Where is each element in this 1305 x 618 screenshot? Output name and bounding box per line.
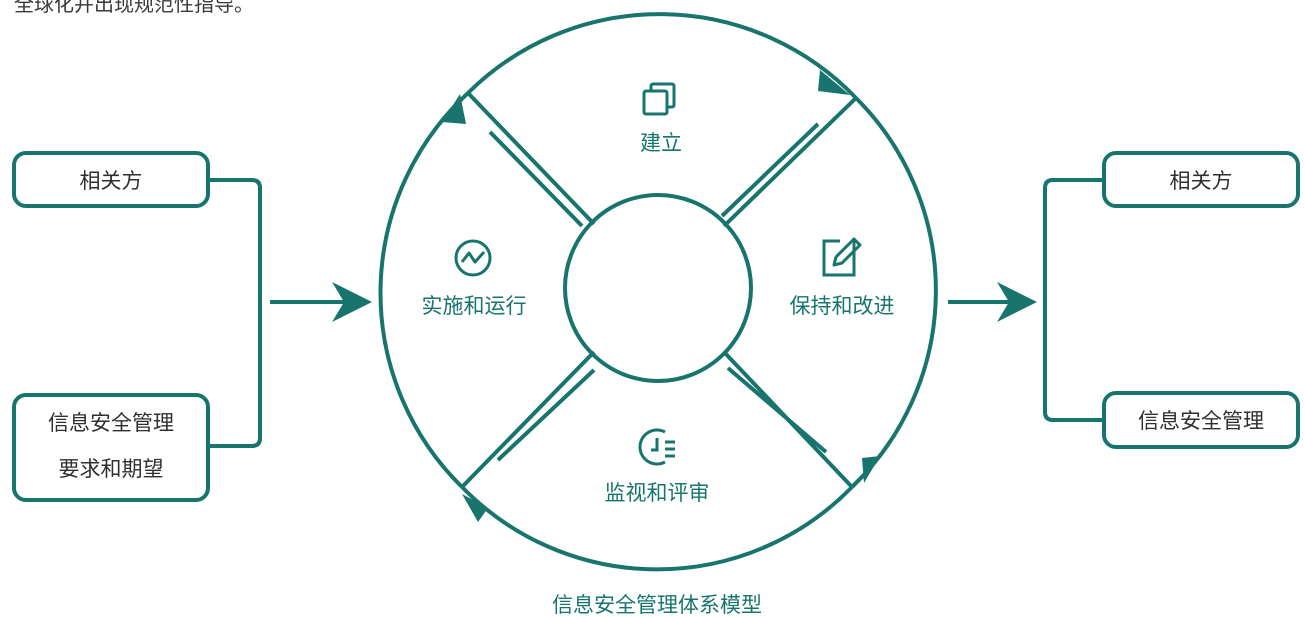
right-box-infosec xyxy=(1102,391,1300,449)
arc-bottom xyxy=(460,485,854,572)
trend-chart-icon xyxy=(454,239,492,277)
arc-left xyxy=(378,91,470,489)
segment-label-monitor-review: 监视和评审 xyxy=(605,481,710,505)
arc-arrow-right-bottom xyxy=(862,456,880,483)
clock-list-icon xyxy=(638,428,675,466)
separator-tl-b xyxy=(488,130,584,228)
separator-tl-a xyxy=(466,91,596,226)
right-box-stakeholders xyxy=(1102,151,1300,208)
left-input-group: 相关方 信息安全管理 要求和期望 xyxy=(12,151,372,502)
edit-icon xyxy=(822,237,862,277)
pdca-cycle: 建立 保持和改进 实施和运行 监视和评审 xyxy=(378,12,938,572)
separator-tr-a xyxy=(722,96,858,228)
separator-br-b xyxy=(726,366,828,454)
arc-top xyxy=(466,12,858,100)
copy-icon xyxy=(642,82,676,116)
arc-arrow-left-top xyxy=(442,94,466,124)
left-box-stakeholders-label: 相关方 xyxy=(80,169,143,193)
separator-bl-b xyxy=(496,368,596,462)
arc-arrow-top-right xyxy=(818,70,850,95)
separator-bl-a xyxy=(460,350,596,489)
right-output-group: 相关方 信息安全管理 xyxy=(948,151,1300,449)
left-box-requirements-line1: 信息安全管理 xyxy=(48,411,174,435)
right-box-stakeholders-label: 相关方 xyxy=(1170,169,1233,193)
arc-arrow-bottom-left xyxy=(462,494,488,522)
diagram-caption: 信息安全管理体系模型 xyxy=(552,593,762,617)
separator-tr-b xyxy=(720,122,820,218)
segment-label-maintain-improve: 保持和改进 xyxy=(790,294,895,318)
right-bracket-connector xyxy=(1043,178,1104,422)
left-bracket-connector xyxy=(208,178,262,448)
segment-label-implement-operate: 实施和运行 xyxy=(422,294,527,318)
intro-text-fragment: 全球化并出现规范性指导。 xyxy=(14,0,254,16)
arc-right xyxy=(850,96,938,489)
segment-label-establish: 建立 xyxy=(640,131,682,155)
center-circle xyxy=(563,193,753,383)
right-box-infosec-label: 信息安全管理 xyxy=(1138,409,1264,433)
left-box-requirements-line2: 要求和期望 xyxy=(59,457,164,481)
